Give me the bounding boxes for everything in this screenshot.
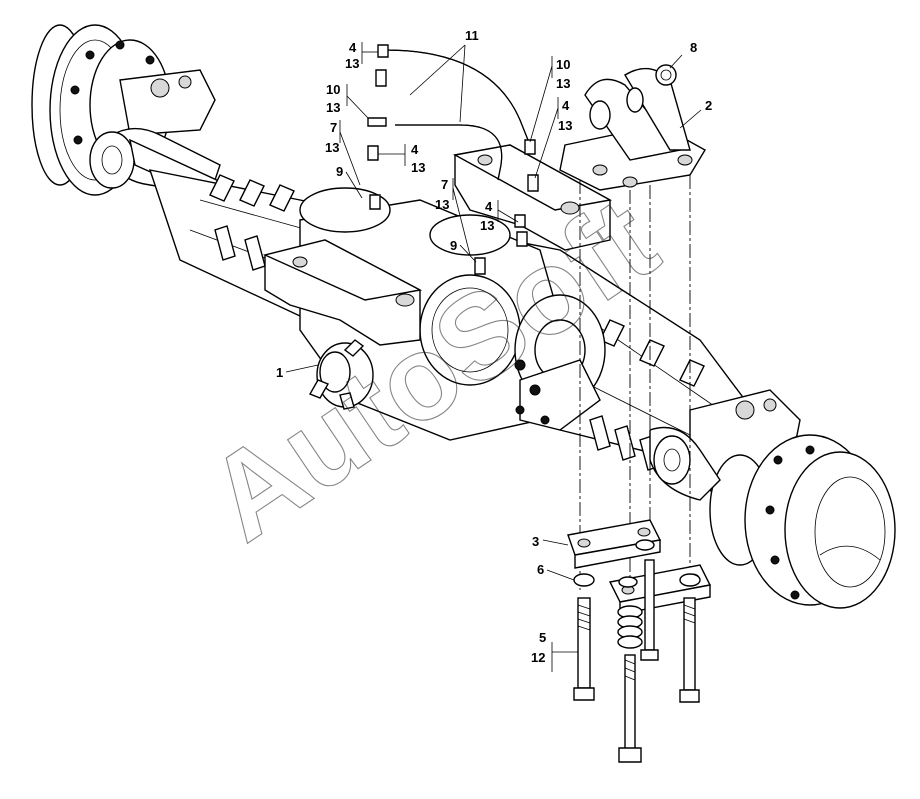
callout-13: 13	[326, 100, 340, 115]
left-mounting-block	[262, 239, 423, 346]
right-steering-knuckle	[649, 426, 721, 501]
callout-4: 4	[349, 40, 357, 55]
callout-8: 8	[690, 40, 697, 55]
callout-4: 4	[485, 199, 493, 214]
callout-13: 13	[345, 56, 359, 71]
callout-1: 1	[276, 365, 283, 380]
callout-3: 3	[532, 534, 539, 549]
spacer-plates	[567, 519, 712, 615]
callout-13: 13	[480, 218, 494, 233]
hydraulic-hose-assembly	[367, 44, 539, 275]
callout-13: 13	[435, 197, 449, 212]
callout-10: 10	[556, 57, 570, 72]
callout-5: 5	[539, 630, 546, 645]
callout-13: 13	[325, 140, 339, 155]
callout-13: 13	[556, 76, 570, 91]
leader-lines	[285, 42, 702, 672]
callout-7: 7	[441, 177, 448, 192]
callout-10: 10	[326, 82, 340, 97]
mounting-bolts	[573, 559, 700, 763]
callout-9: 9	[450, 238, 457, 253]
mounting-bracket-exploded	[559, 64, 706, 191]
callout-13: 13	[411, 160, 425, 175]
input-flange	[308, 339, 374, 410]
callout-4: 4	[562, 98, 570, 113]
right-wheel-hub	[689, 389, 896, 609]
callout-6: 6	[537, 562, 544, 577]
callout-2: 2	[705, 98, 712, 113]
callout-9: 9	[336, 164, 343, 179]
callout-13: 13	[558, 118, 572, 133]
callout-7: 7	[330, 120, 337, 135]
callout-12: 12	[531, 650, 545, 665]
callout-labels: 1 2 3 4 13 4 13 4 13 4 13 5 12 6 7 13 7 …	[276, 28, 712, 665]
callout-11: 11	[465, 28, 479, 43]
callout-4: 4	[411, 142, 419, 157]
